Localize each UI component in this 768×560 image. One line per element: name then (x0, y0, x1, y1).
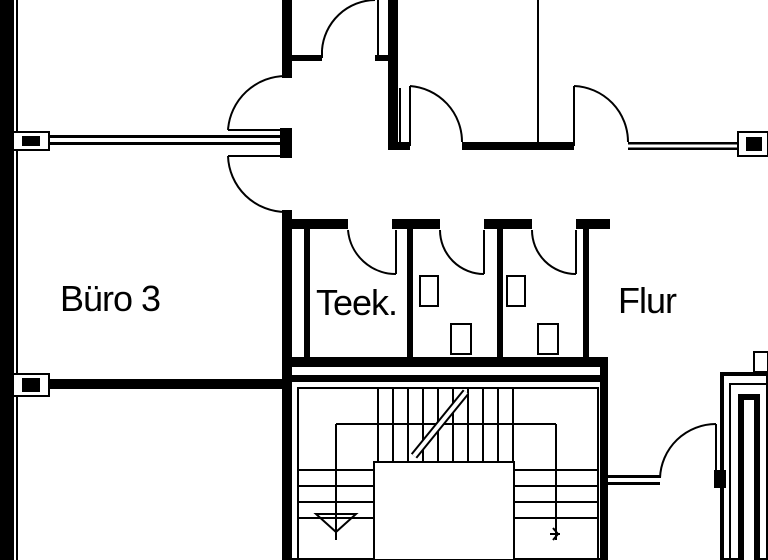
exterior-wall-left (0, 0, 18, 560)
door-swing-room-upper-b (573, 85, 629, 146)
partition-lower-left (12, 373, 284, 397)
wall-top-left-pier (282, 0, 322, 78)
partition-upper-right (392, 0, 768, 157)
wall-lower-right (714, 351, 768, 560)
room-label-corridor: Flur (618, 280, 677, 321)
stairwell (288, 358, 608, 560)
door-swing-room-upper-a (409, 85, 464, 146)
room-label-office: Büro 3 (60, 278, 161, 319)
door-swing-left-double (227, 74, 287, 213)
room-label-kitchen: Teek. (316, 282, 398, 323)
wall-top-center-pier (375, 0, 401, 150)
door-swing-top (321, 0, 376, 58)
partition-upper-left (12, 128, 292, 158)
door-swing-lower-right (608, 423, 717, 485)
